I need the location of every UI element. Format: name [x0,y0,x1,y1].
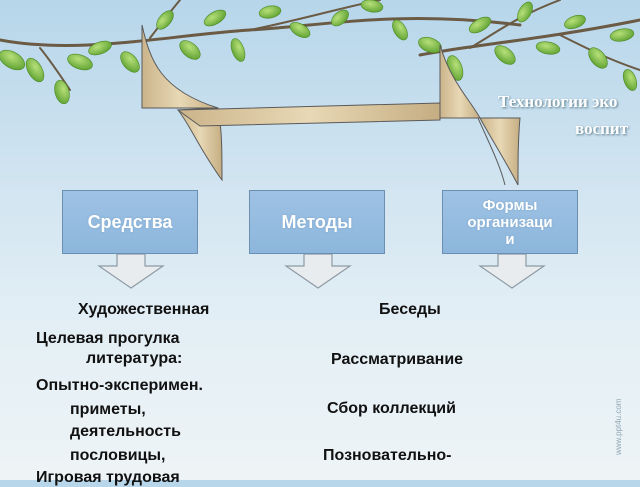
box-metody[interactable]: Методы [249,190,385,254]
content-left-line: литература: [86,350,183,367]
content-left-line: Опытно-эксперимен. [36,377,203,394]
down-arrow-icon [284,254,352,289]
content-right-line: Беседы [379,301,441,318]
box-sredstva-label: Средства [87,211,173,232]
box-sredstva[interactable]: Средства [62,190,198,254]
content-right-line: Сбор коллекций [327,400,456,417]
content-left-line: Целевая прогулка [36,330,180,347]
box-formy-label-line2: организаци [467,213,553,231]
box-formy[interactable]: Формы организаци и [442,190,578,254]
content-left-line: пословицы, [70,447,166,464]
content-right-line: Рассматривание [331,351,464,368]
box-formy-label-line1: Формы [482,196,538,214]
box-formy-label-line3: и [505,230,515,248]
content-left-line: Художественная [78,301,210,318]
tree-leaves [0,0,638,105]
down-arrow-icon [478,254,546,289]
slide-title-line2: воспит [575,119,629,138]
box-metody-label: Методы [281,211,353,232]
content-left-line: Игровая трудовая [36,469,180,486]
down-arrow-icon [97,254,165,289]
content-right-line: Позновательно- [323,447,452,464]
watermark: www.ppt4u.com [614,398,623,455]
slide-title-line1: Технологии эко [498,92,618,111]
ribbon-decoration [141,24,521,186]
content-left-line: приметы, [70,401,146,418]
content-left-line: деятельность [70,423,181,440]
